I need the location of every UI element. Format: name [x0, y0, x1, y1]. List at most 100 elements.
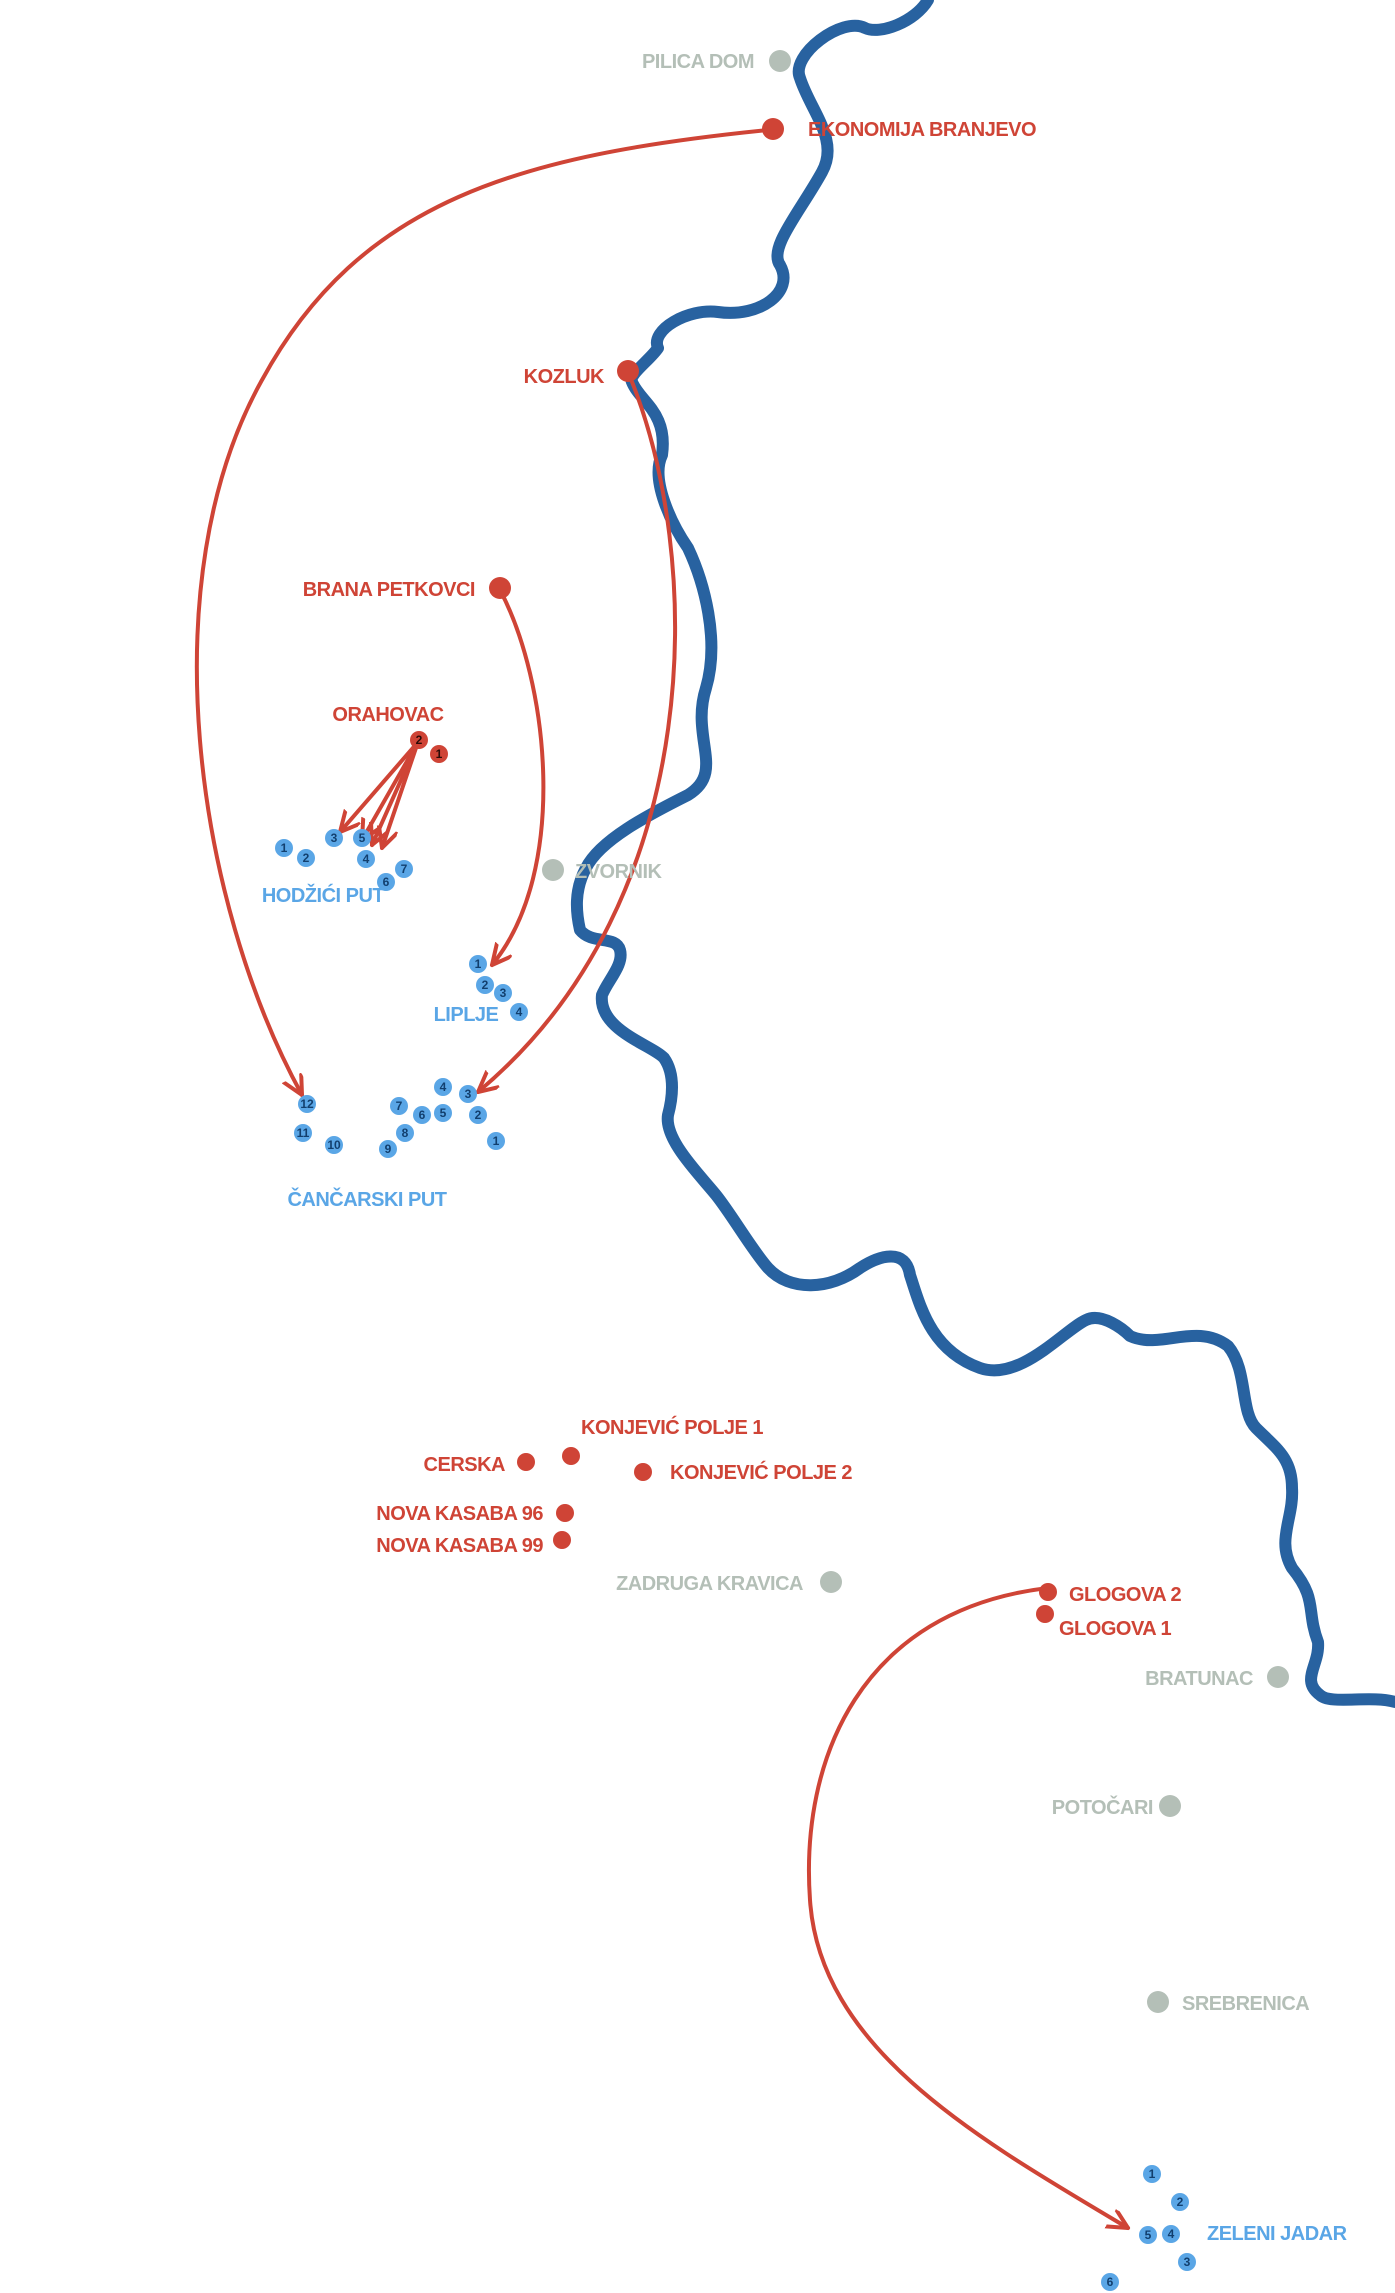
svg-text:7: 7 — [396, 1099, 403, 1113]
group-liplje[interactable]: 1 2 3 4 LIPLJE — [434, 955, 528, 1026]
svg-text:10: 10 — [327, 1138, 341, 1152]
transfer-arrows — [194, 128, 1130, 2230]
cancarski-site[interactable]: 6 — [413, 1106, 431, 1124]
svg-text:4: 4 — [440, 1080, 447, 1094]
zeleni-jadar-site[interactable]: 3 — [1178, 2253, 1196, 2271]
liplje-site[interactable]: 2 — [476, 976, 494, 994]
site-glogova-2[interactable]: GLOGOVA 2 — [1039, 1583, 1182, 1606]
site-cerska[interactable]: CERSKA — [424, 1453, 535, 1476]
cancarski-site[interactable]: 7 — [390, 1097, 408, 1115]
svg-text:2: 2 — [482, 978, 489, 992]
cancarski-site[interactable]: 1 — [487, 1132, 505, 1150]
svg-text:EKONOMIJA BRANJEVO: EKONOMIJA BRANJEVO — [808, 119, 1036, 141]
svg-text:2: 2 — [416, 733, 423, 747]
svg-text:ORAHOVAC: ORAHOVAC — [332, 704, 443, 726]
hodzici-site[interactable]: 3 — [325, 829, 343, 847]
svg-text:GLOGOVA 1: GLOGOVA 1 — [1059, 1618, 1172, 1640]
site-glogova-1[interactable]: GLOGOVA 1 — [1036, 1605, 1172, 1640]
svg-text:3: 3 — [1184, 2255, 1191, 2269]
cancarski-site[interactable]: 10 — [325, 1136, 343, 1154]
site-konjevic-polje-2[interactable]: KONJEVIĆ POLJE 2 — [634, 1460, 853, 1484]
liplje-site[interactable]: 4 — [510, 1003, 528, 1021]
site-brana-petkovci[interactable]: BRANA PETKOVCI — [303, 577, 511, 601]
secondary-sites: 1 2 3 5 4 7 6 HODŽIĆI PUT 1 2 3 4 LIPLJE… — [262, 829, 1348, 2291]
hodzici-site[interactable]: 5 — [353, 829, 371, 847]
svg-text:POTOČARI: POTOČARI — [1052, 1795, 1153, 1819]
group-zeleni-jadar[interactable]: 1 2 5 4 3 6 ZELENI JADAR — [1101, 2165, 1348, 2291]
svg-text:1: 1 — [436, 747, 443, 761]
cancarski-site[interactable]: 8 — [396, 1124, 414, 1142]
svg-text:2: 2 — [303, 851, 310, 865]
svg-text:5: 5 — [1145, 2228, 1152, 2242]
svg-text:1: 1 — [1149, 2167, 1156, 2181]
group-cancarski-put[interactable]: 12 11 10 7 6 5 4 3 2 1 9 8 ČANČARSKI PUT — [287, 1078, 505, 1211]
site-orahovac[interactable]: ORAHOVAC 2 1 — [332, 704, 448, 763]
svg-text:2: 2 — [1177, 2195, 1184, 2209]
svg-text:SREBRENICA: SREBRENICA — [1182, 1993, 1309, 2015]
town-srebrenica[interactable]: SREBRENICA — [1147, 1991, 1310, 2015]
cancarski-site[interactable]: 4 — [434, 1078, 452, 1096]
svg-text:ZADRUGA KRAVICA: ZADRUGA KRAVICA — [616, 1573, 803, 1595]
cancarski-put-label: ČANČARSKI PUT — [287, 1187, 446, 1211]
svg-text:2: 2 — [475, 1108, 482, 1122]
group-hodzici-put[interactable]: 1 2 3 5 4 7 6 HODŽIĆI PUT — [262, 829, 413, 907]
svg-text:GLOGOVA 2: GLOGOVA 2 — [1069, 1584, 1182, 1606]
town-potocari[interactable]: POTOČARI — [1052, 1795, 1181, 1819]
zeleni-jadar-site[interactable]: 6 — [1101, 2273, 1119, 2291]
arrow-petkovci-to-liplje — [490, 588, 546, 967]
hodzici-put-label: HODŽIĆI PUT — [262, 883, 385, 907]
town-zadruga-kravica[interactable]: ZADRUGA KRAVICA — [616, 1571, 842, 1595]
svg-text:9: 9 — [385, 1142, 392, 1156]
svg-text:BRANA PETKOVCI: BRANA PETKOVCI — [303, 579, 475, 601]
town-pilica-dom[interactable]: PILICA DOM — [642, 50, 791, 73]
svg-text:5: 5 — [359, 831, 366, 845]
arrow-orahovac-to-hodzici — [338, 740, 420, 850]
svg-text:4: 4 — [1168, 2227, 1175, 2241]
liplje-site[interactable]: 3 — [494, 984, 512, 1002]
hodzici-site[interactable]: 4 — [357, 850, 375, 868]
arrow-kozluk-to-cancarski — [476, 370, 678, 1094]
hodzici-site[interactable]: 7 — [395, 860, 413, 878]
zeleni-jadar-site[interactable]: 1 — [1143, 2165, 1161, 2183]
drina-river — [570, 0, 1395, 1708]
cancarski-site[interactable]: 2 — [469, 1106, 487, 1124]
cancarski-site[interactable]: 11 — [294, 1124, 312, 1142]
cancarski-site[interactable]: 9 — [379, 1140, 397, 1158]
svg-text:8: 8 — [402, 1126, 409, 1140]
towns: PILICA DOM ZVORNIK ZADRUGA KRAVICA BRATU… — [542, 50, 1310, 2015]
zeleni-jadar-site[interactable]: 4 — [1162, 2225, 1180, 2243]
zeleni-jadar-site[interactable]: 2 — [1171, 2193, 1189, 2211]
hodzici-site[interactable]: 6 — [377, 873, 395, 891]
site-konjevic-polje-1[interactable]: KONJEVIĆ POLJE 1 — [562, 1415, 764, 1465]
svg-text:BRATUNAC: BRATUNAC — [1145, 1668, 1253, 1690]
arrow-branjevo-to-cancarski — [194, 128, 770, 1097]
svg-text:1: 1 — [475, 957, 482, 971]
cancarski-site[interactable]: 12 — [298, 1095, 316, 1113]
svg-text:4: 4 — [516, 1005, 523, 1019]
svg-text:KONJEVIĆ POLJE 2: KONJEVIĆ POLJE 2 — [670, 1460, 852, 1484]
zeleni-jadar-site[interactable]: 5 — [1139, 2226, 1157, 2244]
svg-text:3: 3 — [331, 831, 338, 845]
cancarski-site[interactable]: 5 — [434, 1104, 452, 1122]
svg-text:12: 12 — [300, 1097, 314, 1111]
town-zvornik[interactable]: ZVORNIK — [542, 859, 663, 883]
svg-text:1: 1 — [281, 841, 288, 855]
svg-text:PILICA DOM: PILICA DOM — [642, 51, 754, 73]
site-nova-kasaba-96[interactable]: NOVA KASABA 96 — [376, 1503, 574, 1525]
cancarski-site[interactable]: 3 — [459, 1085, 477, 1103]
svg-text:CERSKA: CERSKA — [424, 1454, 506, 1476]
hodzici-site[interactable]: 1 — [275, 839, 293, 857]
site-ekonomija-branjevo[interactable]: EKONOMIJA BRANJEVO — [762, 118, 1037, 141]
town-bratunac[interactable]: BRATUNAC — [1145, 1666, 1289, 1690]
site-kozluk[interactable]: KOZLUK — [524, 360, 639, 388]
site-nova-kasaba-99[interactable]: NOVA KASABA 99 — [376, 1531, 571, 1557]
svg-text:KOZLUK: KOZLUK — [524, 366, 605, 388]
zeleni-jadar-label: ZELENI JADAR — [1207, 2223, 1348, 2245]
liplje-label: LIPLJE — [434, 1004, 499, 1026]
svg-text:6: 6 — [419, 1108, 426, 1122]
svg-text:11: 11 — [297, 1126, 310, 1140]
svg-text:4: 4 — [363, 852, 370, 866]
hodzici-site[interactable]: 2 — [297, 849, 315, 867]
liplje-site[interactable]: 1 — [469, 955, 487, 973]
